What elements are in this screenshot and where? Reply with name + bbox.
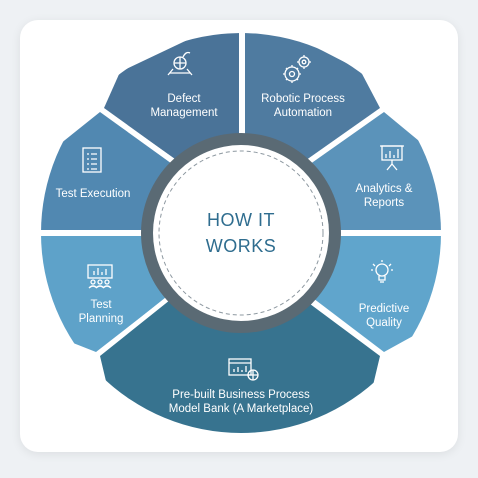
browser-chart-icon xyxy=(228,358,259,381)
presentation-chart-icon xyxy=(380,145,404,171)
segment-analytics-label-line2: Reports xyxy=(364,197,405,209)
center-title-line1: HOW IT xyxy=(207,210,275,230)
bomb-icon xyxy=(167,51,193,76)
segment-model-bank-label-line1: Pre-built Business Process xyxy=(172,389,310,401)
segment-rpa-label-line2: Automation xyxy=(274,107,332,119)
segment-test-planning[interactable] xyxy=(40,236,168,352)
center-title-line2: WORKS xyxy=(206,236,277,256)
segment-defect-label-line2: Management xyxy=(150,107,218,119)
segment-planning-label-line1: Test xyxy=(90,299,112,311)
segment-model-bank-label-line2: Model Bank (A Marketplace) xyxy=(169,403,314,415)
segment-defect-management[interactable] xyxy=(104,33,239,170)
meeting-board-icon xyxy=(87,264,113,289)
center-circle xyxy=(153,145,329,321)
segment-defect-label-line1: Defect xyxy=(167,93,201,105)
segment-predictive-quality[interactable] xyxy=(305,236,442,352)
segment-rpa-label-line1: Robotic Process xyxy=(261,93,345,105)
checklist-icon xyxy=(82,147,102,173)
lightbulb-icon xyxy=(371,260,393,283)
segment-robotic-process-automation[interactable] xyxy=(245,33,380,170)
segment-predictive-label-line2: Quality xyxy=(366,317,402,329)
segment-predictive-label-line1: Predictive xyxy=(359,303,410,315)
segment-planning-label-line2: Planning xyxy=(79,313,124,325)
segment-model-bank[interactable] xyxy=(100,298,380,440)
gears-icon xyxy=(283,55,311,83)
center-dashed-border xyxy=(158,150,324,316)
segment-execution-label-line1: Test Execution xyxy=(56,188,131,200)
segment-analytics-label-line1: Analytics & xyxy=(356,183,413,195)
